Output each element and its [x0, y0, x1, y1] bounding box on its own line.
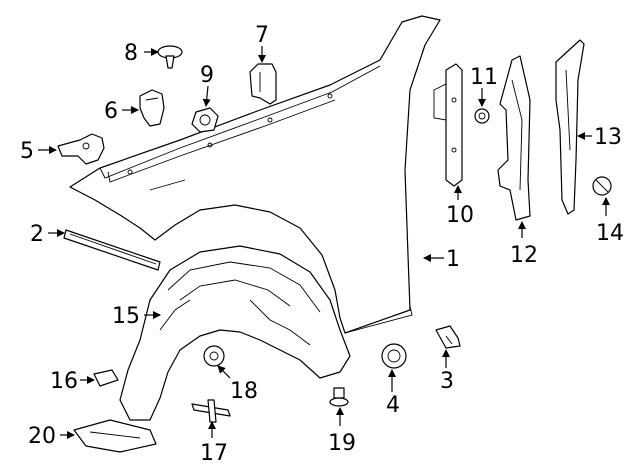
callout-17: 17 — [200, 441, 228, 466]
grommet-4-part — [381, 343, 407, 369]
nut-18-part — [203, 345, 225, 367]
callout-2: 2 — [30, 222, 44, 247]
callout-labels: 1 2 3 4 5 6 7 8 9 10 11 12 13 14 15 16 1… — [20, 23, 624, 466]
bracket-13-part — [555, 39, 585, 215]
callout-14: 14 — [596, 221, 624, 246]
callout-13: 13 — [594, 125, 622, 150]
nut-9-part — [191, 107, 219, 133]
seal-strip-part — [63, 229, 161, 271]
fender-part — [69, 15, 441, 334]
clip-16-part — [93, 369, 119, 387]
bracket-10-part — [433, 63, 463, 187]
callout-12: 12 — [510, 243, 538, 268]
bracket-5-part — [57, 133, 105, 165]
bracket-12-part — [497, 55, 531, 221]
bracket-6-part — [139, 89, 165, 127]
leader-lines — [38, 46, 610, 439]
callout-18: 18 — [230, 379, 258, 404]
callout-9: 9 — [200, 63, 214, 88]
fender-liner-part — [119, 245, 351, 421]
callout-20: 20 — [28, 424, 56, 449]
pin-17-part — [191, 399, 231, 423]
leader-18 — [217, 365, 231, 379]
grommet-14-part — [592, 176, 612, 196]
bolt-3-part — [435, 325, 461, 349]
callout-10: 10 — [446, 203, 474, 228]
clip-8-part — [157, 45, 183, 69]
callout-11: 11 — [470, 65, 498, 90]
callout-4: 4 — [386, 393, 400, 418]
bracket-7-part — [249, 63, 277, 105]
callout-16: 16 — [50, 369, 78, 394]
leader-9 — [202, 85, 211, 107]
callout-15: 15 — [112, 304, 140, 329]
callout-5: 5 — [20, 139, 34, 164]
shield-20-part — [73, 419, 157, 453]
callout-19: 19 — [328, 431, 356, 456]
callout-8: 8 — [124, 41, 138, 66]
callout-1: 1 — [446, 247, 460, 272]
callout-7: 7 — [255, 23, 269, 48]
callout-3: 3 — [440, 369, 454, 394]
clip-11-part — [474, 108, 490, 124]
callout-6: 6 — [104, 99, 118, 124]
bolt-19-part — [329, 387, 349, 407]
